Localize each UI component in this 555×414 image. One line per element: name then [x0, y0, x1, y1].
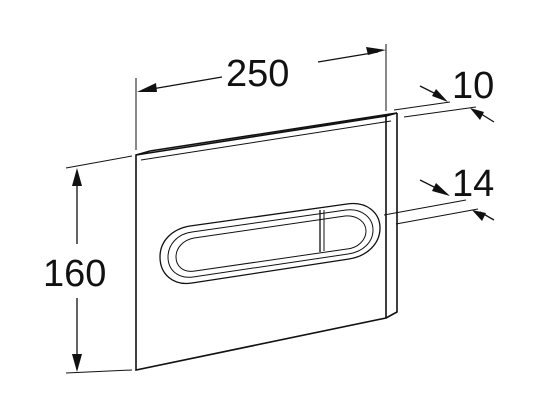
button-middle-outline — [167, 209, 374, 278]
flush-plate — [135, 112, 398, 371]
width-label: 250 — [226, 53, 289, 95]
button-inner-outline — [175, 215, 367, 272]
plate-front-face — [135, 115, 387, 371]
width-arrow-right — [366, 47, 386, 55]
button-depth-arrow-top — [432, 183, 450, 196]
plate-top-edge — [135, 112, 398, 156]
button-depth-extension-front — [383, 199, 467, 216]
plate-top-bevel — [140, 120, 392, 161]
depth-extension-front — [393, 101, 451, 111]
button-depth-arrow-bottom — [472, 210, 486, 221]
width-arrow-left — [137, 83, 157, 92]
height-dimension: 160 — [43, 155, 133, 374]
depth-label: 10 — [452, 65, 494, 107]
width-dimension: 250 — [135, 44, 387, 150]
flush-button — [159, 202, 381, 285]
height-arrow-bottom — [72, 354, 82, 372]
depth-arrow-bottom — [470, 108, 484, 120]
width-dimension-line-left — [145, 76, 223, 91]
button-depth-extension-back — [395, 208, 479, 225]
depth-arrow-top — [432, 89, 448, 102]
height-extension-bottom — [65, 369, 133, 374]
height-label: 160 — [43, 253, 106, 295]
button-depth-label: 14 — [452, 163, 494, 205]
height-extension-top — [65, 155, 133, 169]
button-depth-dimension: 14 — [383, 163, 495, 225]
button-outer-outline — [159, 202, 381, 285]
depth-extension-back — [403, 106, 477, 118]
depth-dimension: 10 — [393, 65, 495, 123]
plate-right-edge — [385, 113, 398, 319]
height-arrow-top — [72, 168, 82, 186]
